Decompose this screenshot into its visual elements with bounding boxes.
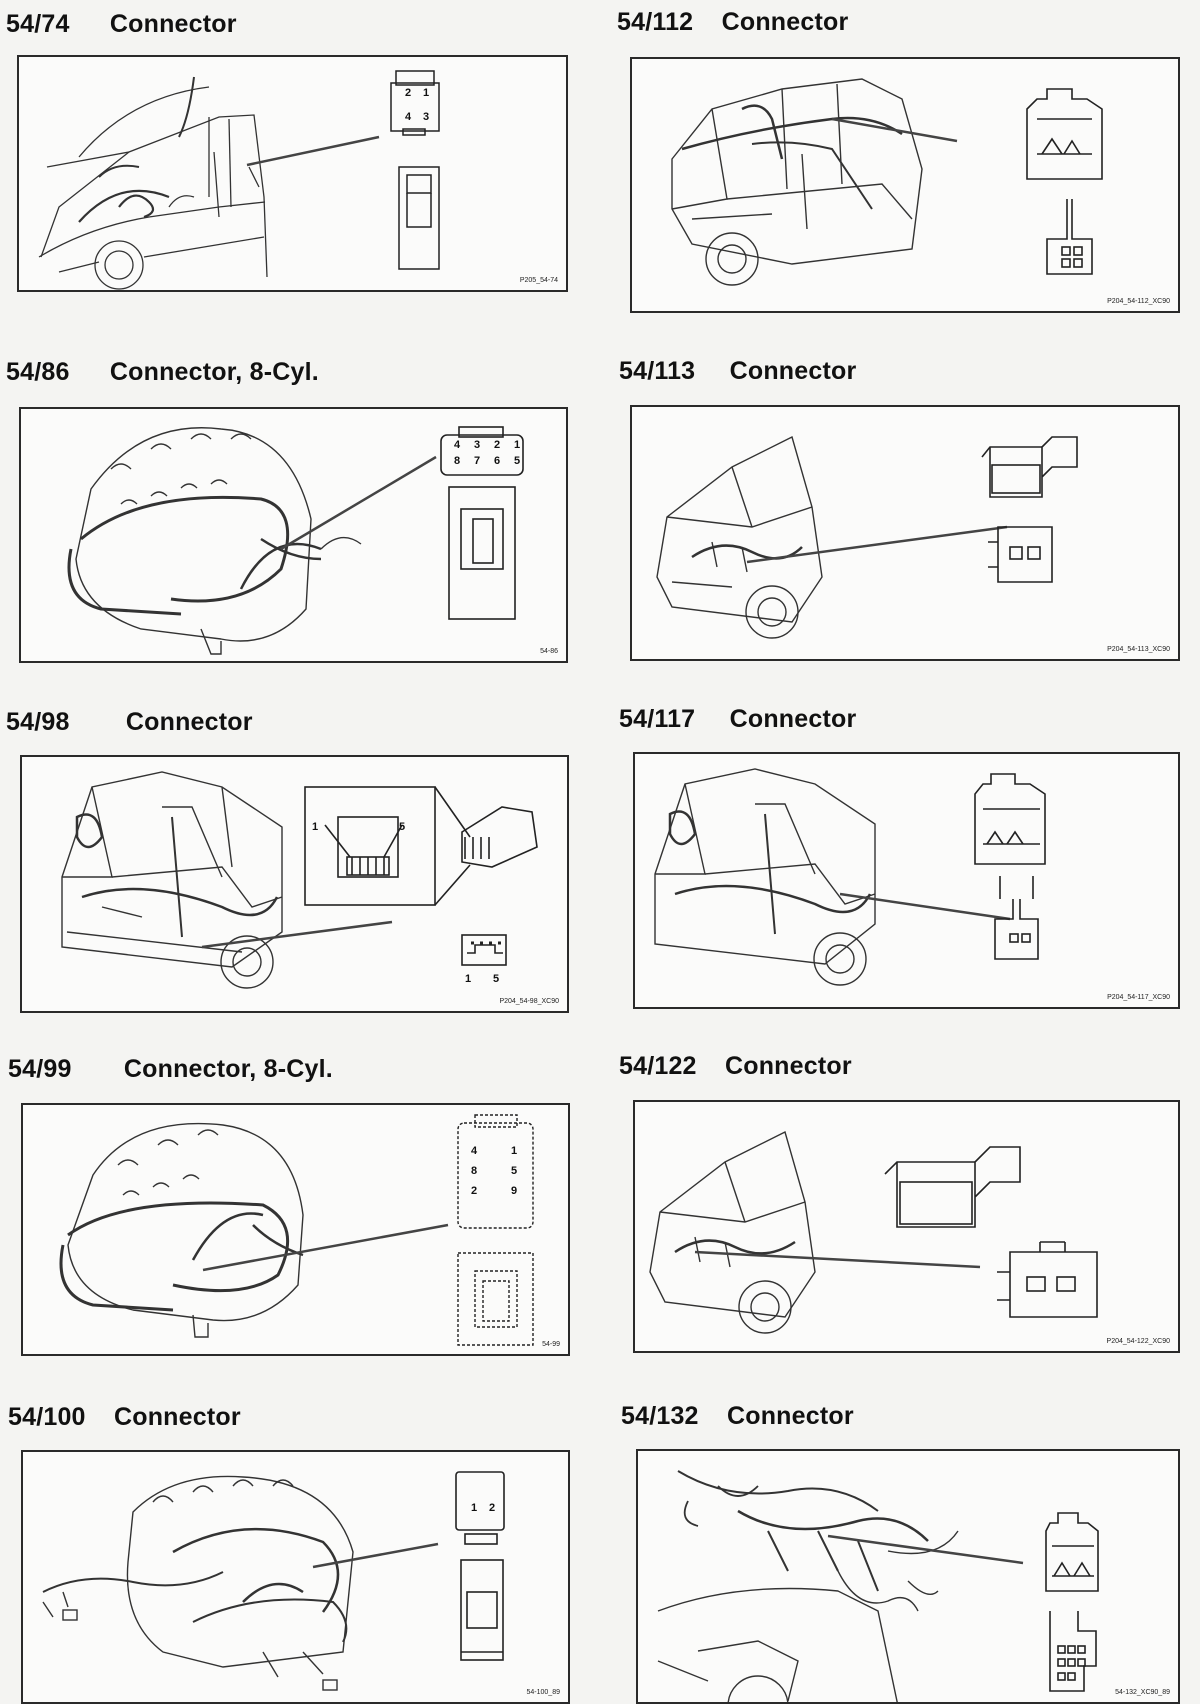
pin-3: 3: [473, 439, 481, 451]
pin-4: 4: [453, 439, 461, 451]
pin-4: 4: [471, 1145, 478, 1157]
pin-8: 8: [471, 1165, 478, 1177]
section-title: Connector, 8-Cyl.: [123, 1055, 333, 1083]
figure-caption: P204_54-122_XC90: [1106, 1338, 1170, 1345]
pin-1: 1: [465, 973, 472, 985]
pin-row-top: 4 3 2 1: [447, 439, 527, 451]
connector-illustration-frame: 4 1 8 5 2 9 54-99: [21, 1103, 570, 1356]
section-heading: 54/113 Connector: [619, 357, 856, 386]
suv-wiring-illustration: [671, 78, 1103, 286]
engine-wiring-illustration: [59, 1114, 534, 1346]
pin-9: 9: [511, 1185, 518, 1197]
dashboard-wiring-illustration: [657, 1470, 1099, 1702]
figure-caption: 54-132_XC90_89: [1115, 1689, 1170, 1696]
pin-4: 4: [405, 111, 412, 123]
engine-wiring-illustration: [42, 1471, 505, 1691]
engine-wiring-illustration: [67, 426, 524, 655]
section-code: 54/74: [6, 10, 70, 38]
figure-caption: 54-86: [540, 648, 558, 655]
pin-8: 8: [453, 455, 461, 467]
pin-row-bottom: 8 7 6 5: [447, 455, 527, 467]
suv-front-wiring-illustration: [656, 435, 1078, 639]
pin-1: 1: [511, 1145, 518, 1157]
section-code: 54/99: [8, 1055, 72, 1083]
suv-front-wiring-illustration: [649, 1130, 1098, 1334]
section-code: 54/98: [6, 708, 70, 736]
pin-2: 2: [489, 1502, 496, 1514]
section-title: Connector: [109, 10, 237, 38]
pin-5: 5: [513, 455, 521, 467]
figure-caption: P204_54-98_XC90: [499, 998, 559, 1005]
figure-caption: 54-99: [542, 1341, 560, 1348]
section-title: Connector, 8-Cyl.: [109, 358, 319, 386]
section-code: 54/100: [8, 1403, 86, 1431]
section-heading: 54/117 Connector: [619, 705, 856, 734]
section-title: Connector: [113, 1403, 241, 1431]
section-heading: 54/86 Connector, 8-Cyl.: [6, 358, 319, 387]
section-title: Connector: [726, 1402, 854, 1430]
pin-7: 7: [473, 455, 481, 467]
section-title: Connector: [729, 705, 857, 733]
section-code: 54/117: [619, 705, 696, 733]
pin-1: 1: [423, 87, 430, 99]
connector-illustration-frame: P204_54-113_XC90: [630, 405, 1180, 661]
pin-2: 2: [471, 1185, 478, 1197]
pin-5: 5: [399, 821, 406, 833]
pin-5: 5: [493, 973, 500, 985]
pin-1: 1: [471, 1502, 478, 1514]
pin-5: 5: [511, 1165, 518, 1177]
figure-caption: P205_54-74: [519, 277, 558, 284]
section-heading: 54/98 Connector: [6, 708, 253, 737]
figure-caption: P204_54-112_XC90: [1107, 298, 1170, 305]
pin-3: 3: [423, 111, 430, 123]
suv-rear-wiring-illustration: [654, 768, 1046, 986]
connector-illustration-frame: 4 3 2 1 8 7 6 5 54-86: [19, 407, 568, 663]
connector-illustration-frame: P204_54-117_XC90: [633, 752, 1180, 1009]
section-code: 54/113: [619, 357, 696, 385]
section-title: Connector: [724, 1052, 852, 1080]
section-heading: 54/132 Connector: [621, 1402, 854, 1431]
pin-2: 2: [405, 87, 412, 99]
section-code: 54/122: [619, 1052, 697, 1080]
section-heading: 54/112 Connector: [617, 8, 848, 37]
connector-illustration-frame: P204_54-122_XC90: [633, 1100, 1180, 1353]
section-code: 54/132: [621, 1402, 699, 1430]
section-heading: 54/99 Connector, 8-Cyl.: [8, 1055, 333, 1084]
section-code: 54/112: [617, 8, 694, 36]
pin-1: 1: [312, 821, 319, 833]
connector-illustration-frame: 2 1 4 3 P205_54-74: [17, 55, 568, 292]
connector-illustration-frame: 1 2 54-100_89: [21, 1450, 570, 1704]
pin-6: 6: [493, 455, 501, 467]
section-title: Connector: [721, 8, 849, 36]
section-title: Connector: [125, 708, 253, 736]
car-wiring-illustration: [38, 70, 440, 290]
section-heading: 54/100 Connector: [8, 1403, 241, 1432]
section-code: 54/86: [6, 358, 70, 386]
pin-2: 2: [493, 439, 501, 451]
section-heading: 54/122 Connector: [619, 1052, 852, 1081]
car-rear-wiring-illustration: [61, 771, 538, 989]
figure-caption: P204_54-113_XC90: [1107, 646, 1170, 653]
section-title: Connector: [729, 357, 857, 385]
connector-illustration-frame: P204_54-112_XC90: [630, 57, 1180, 313]
figure-caption: 54-100_89: [526, 1689, 560, 1696]
connector-illustration-frame: 1 5 1 5 P204_54-98_XC90: [20, 755, 569, 1013]
pin-1: 1: [513, 439, 521, 451]
connector-illustration-frame: 54-132_XC90_89: [636, 1449, 1180, 1704]
section-heading: 54/74 Connector: [6, 10, 237, 39]
figure-caption: P204_54-117_XC90: [1107, 994, 1170, 1001]
